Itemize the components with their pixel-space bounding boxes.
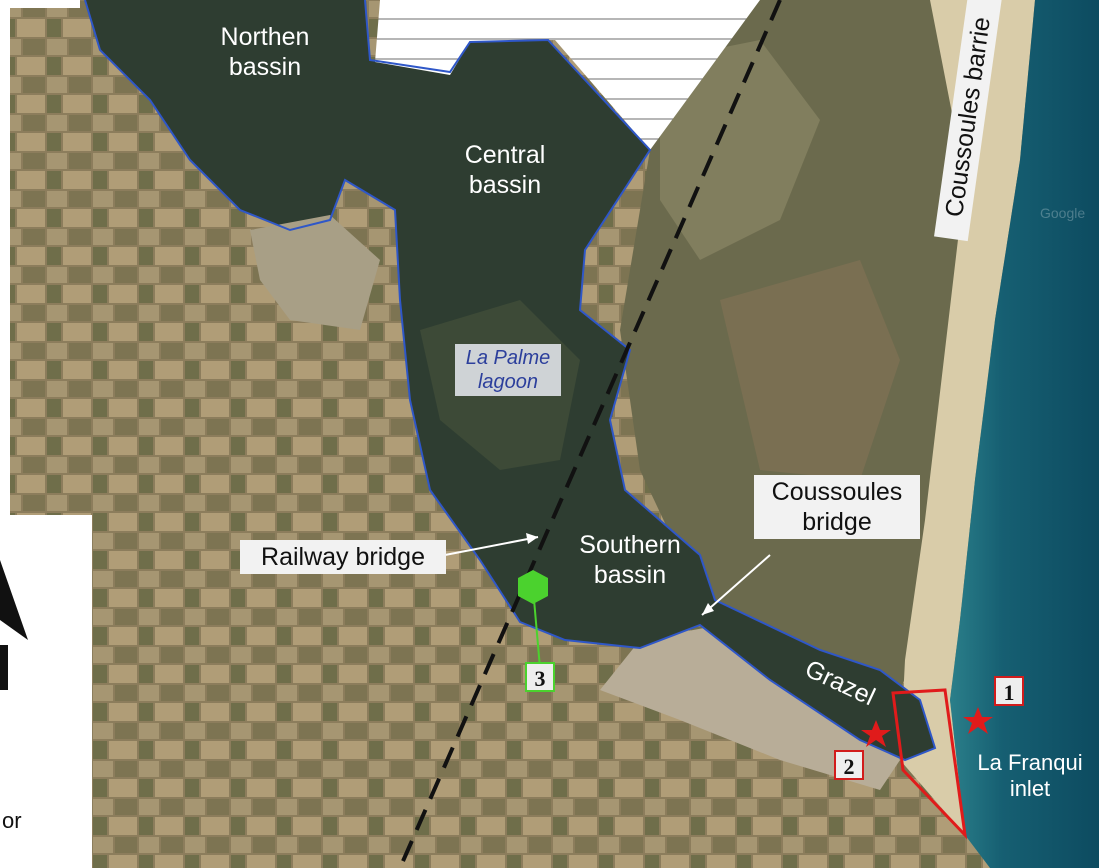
inset-panel-left bbox=[0, 0, 10, 515]
coussoules-bridge-leader bbox=[701, 554, 771, 616]
station-1-star bbox=[963, 707, 993, 734]
inlet-outline bbox=[891, 688, 968, 840]
inset-panel-bottom bbox=[0, 515, 92, 868]
station-3-badge[interactable]: 3 bbox=[525, 662, 555, 692]
railway-bridge-label: Railway bridge bbox=[240, 540, 446, 574]
station-1-badge[interactable]: 1 bbox=[994, 676, 1024, 706]
coussoules-bridge-label: Coussoules bridge bbox=[754, 475, 920, 539]
southern-basin-label: Southern bassin bbox=[579, 531, 681, 589]
station-2-badge[interactable]: 2 bbox=[834, 750, 864, 780]
station-3-marker bbox=[518, 570, 548, 604]
sea bbox=[950, 0, 1099, 868]
railway-bridge-leader bbox=[444, 536, 539, 556]
hatched-zone bbox=[375, 0, 760, 150]
station-2-star bbox=[861, 720, 891, 747]
inset-panel-top bbox=[0, 0, 80, 8]
central-basin-label: Central bassin bbox=[464, 141, 546, 199]
inlet-label: La Franqui inlet bbox=[977, 750, 1083, 802]
lagoon-outline bbox=[84, 0, 937, 762]
inset-text-fragment: or bbox=[2, 808, 22, 833]
north-arrow-icon bbox=[0, 560, 28, 640]
map-watermark: Google bbox=[1040, 205, 1086, 221]
beach bbox=[900, 0, 1035, 835]
village bbox=[600, 625, 900, 790]
northern-basin-label: Northen bassin bbox=[220, 23, 310, 81]
lagoon-label: La Palme lagoon bbox=[455, 344, 561, 396]
railway-line bbox=[398, 0, 782, 868]
